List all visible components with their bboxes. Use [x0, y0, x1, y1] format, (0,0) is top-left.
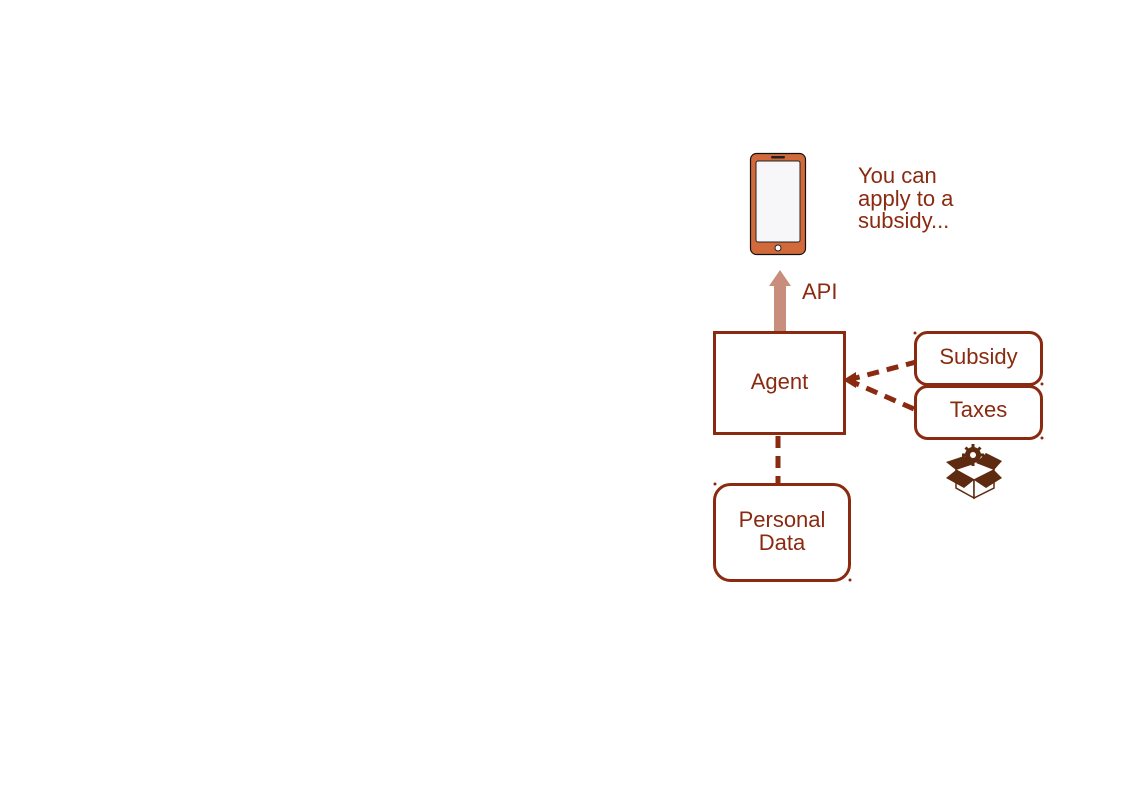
personal-data-line: Personal [738, 507, 826, 532]
connector-agent-subsidy [847, 359, 917, 383]
notification-line: apply to a [858, 185, 954, 211]
subsidy-box [914, 331, 1043, 386]
notification-line: You can [858, 163, 937, 188]
taxes-box [914, 385, 1043, 440]
api-label: API [802, 279, 838, 304]
connector-agent-taxes [846, 377, 916, 412]
agent-box [713, 331, 846, 435]
package-settings-icon [946, 444, 1002, 500]
smartphone-icon [749, 152, 807, 256]
subsidy-label: Subsidy [939, 344, 1018, 369]
personal-data-label: Personal Data [714, 507, 850, 555]
notification-text: You can apply to a subsidy... [858, 163, 988, 233]
personal-data-box [713, 483, 851, 582]
corner-markers [713, 331, 1044, 582]
agent-label: Agent [750, 369, 809, 394]
personal-data-line: Data [758, 529, 806, 555]
notification-line: subsidy... [858, 208, 950, 233]
connector-arrowhead [843, 372, 856, 388]
taxes-label: Taxes [949, 397, 1008, 422]
api-arrow [769, 270, 791, 332]
